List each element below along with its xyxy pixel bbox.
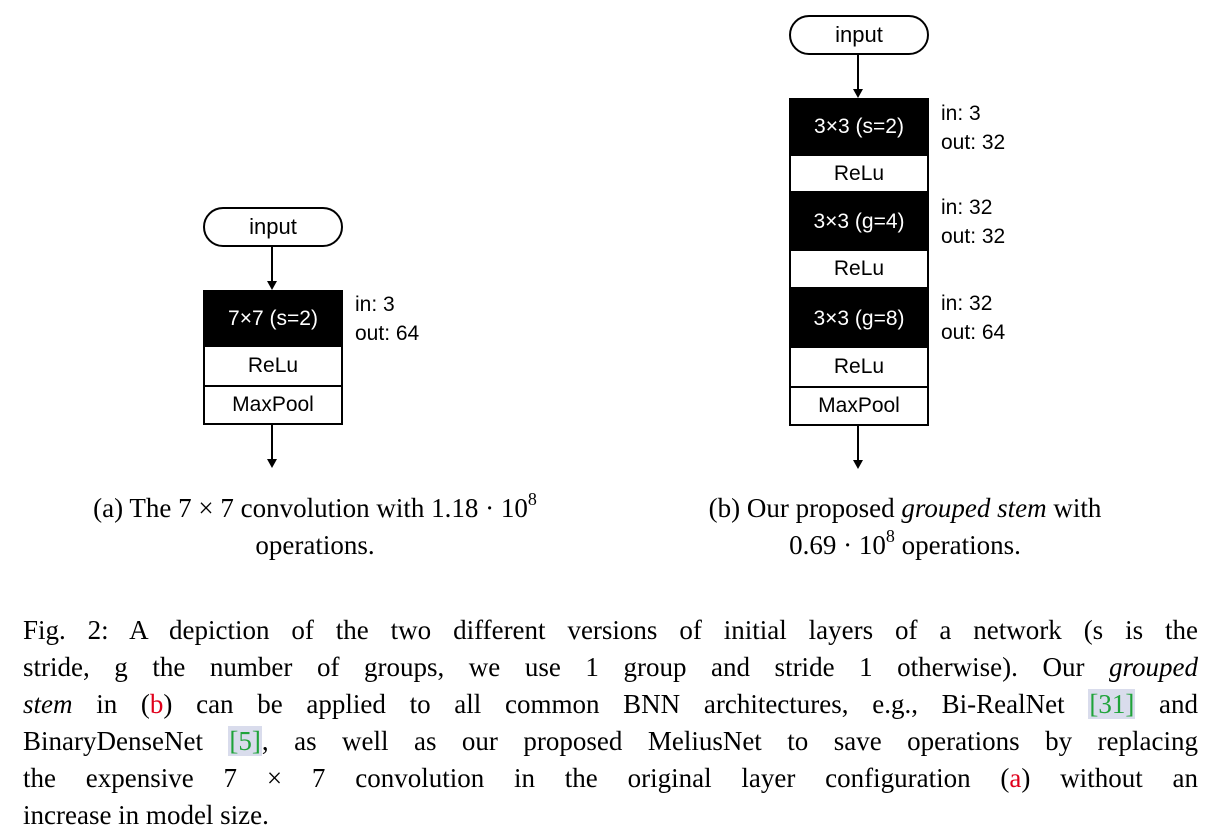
subcaption-a-line1: (a) The 7 × 7 convolution with 1.18 · 10…	[93, 489, 537, 523]
arrow-line-b-bottom	[857, 426, 859, 462]
subcaption-b: (b) Our proposed grouped stem with 0.69 …	[610, 490, 1200, 564]
caption-line-1: Fig. 2: A depiction of the two different…	[23, 615, 1198, 645]
annot-in-b3: in: 32	[941, 292, 993, 315]
relu-block-a: ReLu	[203, 347, 343, 387]
caption-line-4: BinaryDenseNet [5], as well as our propo…	[23, 726, 1198, 756]
arrow-line-a-top	[271, 247, 273, 283]
conv3x3-g8-block: 3×3 (g=8)	[789, 289, 929, 348]
input-node-b: input	[789, 15, 929, 55]
arrow-line-b-top	[857, 55, 859, 91]
annot-in-b1: in: 3	[941, 102, 981, 125]
subcaption-a-line2: operations.	[255, 530, 375, 560]
arrow-line-a-bottom	[271, 425, 273, 461]
subcaption-a: (a) The 7 × 7 convolution with 1.18 · 10…	[10, 490, 620, 564]
annotation-b3: in: 32 out: 64	[941, 289, 1005, 347]
caption-line-6: increase in model size.	[23, 800, 269, 830]
annotation-a: in: 3 out: 64	[355, 290, 419, 348]
annot-in-a: in: 3	[355, 293, 395, 316]
input-node-a: input	[203, 207, 343, 247]
annot-out-b1: out: 32	[941, 131, 1006, 154]
conv3x3-g4-block: 3×3 (g=4)	[789, 193, 929, 251]
conv3x3-stride-block: 3×3 (s=2)	[789, 98, 929, 156]
subcaption-b-line1: (b) Our proposed grouped stem with	[708, 493, 1102, 523]
caption-line-2: stride, g the number of groups, we use 1…	[23, 652, 1198, 682]
annot-out-b3: out: 64	[941, 321, 1006, 344]
annot-out-a: out: 64	[355, 322, 420, 345]
annotation-b2: in: 32 out: 32	[941, 193, 1005, 251]
citation-31-link[interactable]: [31]	[1088, 689, 1136, 719]
maxpool-block-a: MaxPool	[203, 387, 343, 425]
arrowhead-b-bottom	[853, 460, 863, 469]
ref-subfigure-b-link[interactable]: b	[149, 689, 164, 719]
conv7x7-block: 7×7 (s=2)	[203, 290, 343, 347]
caption-line-5: the expensive 7 × 7 convolution in the o…	[23, 763, 1198, 793]
annot-out-b2: out: 32	[941, 225, 1006, 248]
arrowhead-b-top	[853, 89, 863, 98]
arrowhead-a-top	[267, 281, 277, 290]
relu-block-b3: ReLu	[789, 348, 929, 388]
relu-block-b2: ReLu	[789, 251, 929, 289]
ref-subfigure-a-link[interactable]: a	[1009, 763, 1022, 793]
citation-5-link[interactable]: [5]	[228, 726, 262, 756]
arrowhead-a-bottom	[267, 459, 277, 468]
maxpool-block-b: MaxPool	[789, 388, 929, 426]
figure-caption: Fig. 2: A depiction of the two different…	[23, 612, 1198, 834]
annotation-b1: in: 3 out: 32	[941, 99, 1005, 157]
subcaption-b-line2: 0.69 · 108 operations.	[789, 526, 1021, 560]
annot-in-b2: in: 32	[941, 196, 993, 219]
relu-block-b1: ReLu	[789, 156, 929, 193]
caption-line-3: stem in (b) can be applied to all common…	[23, 689, 1198, 719]
